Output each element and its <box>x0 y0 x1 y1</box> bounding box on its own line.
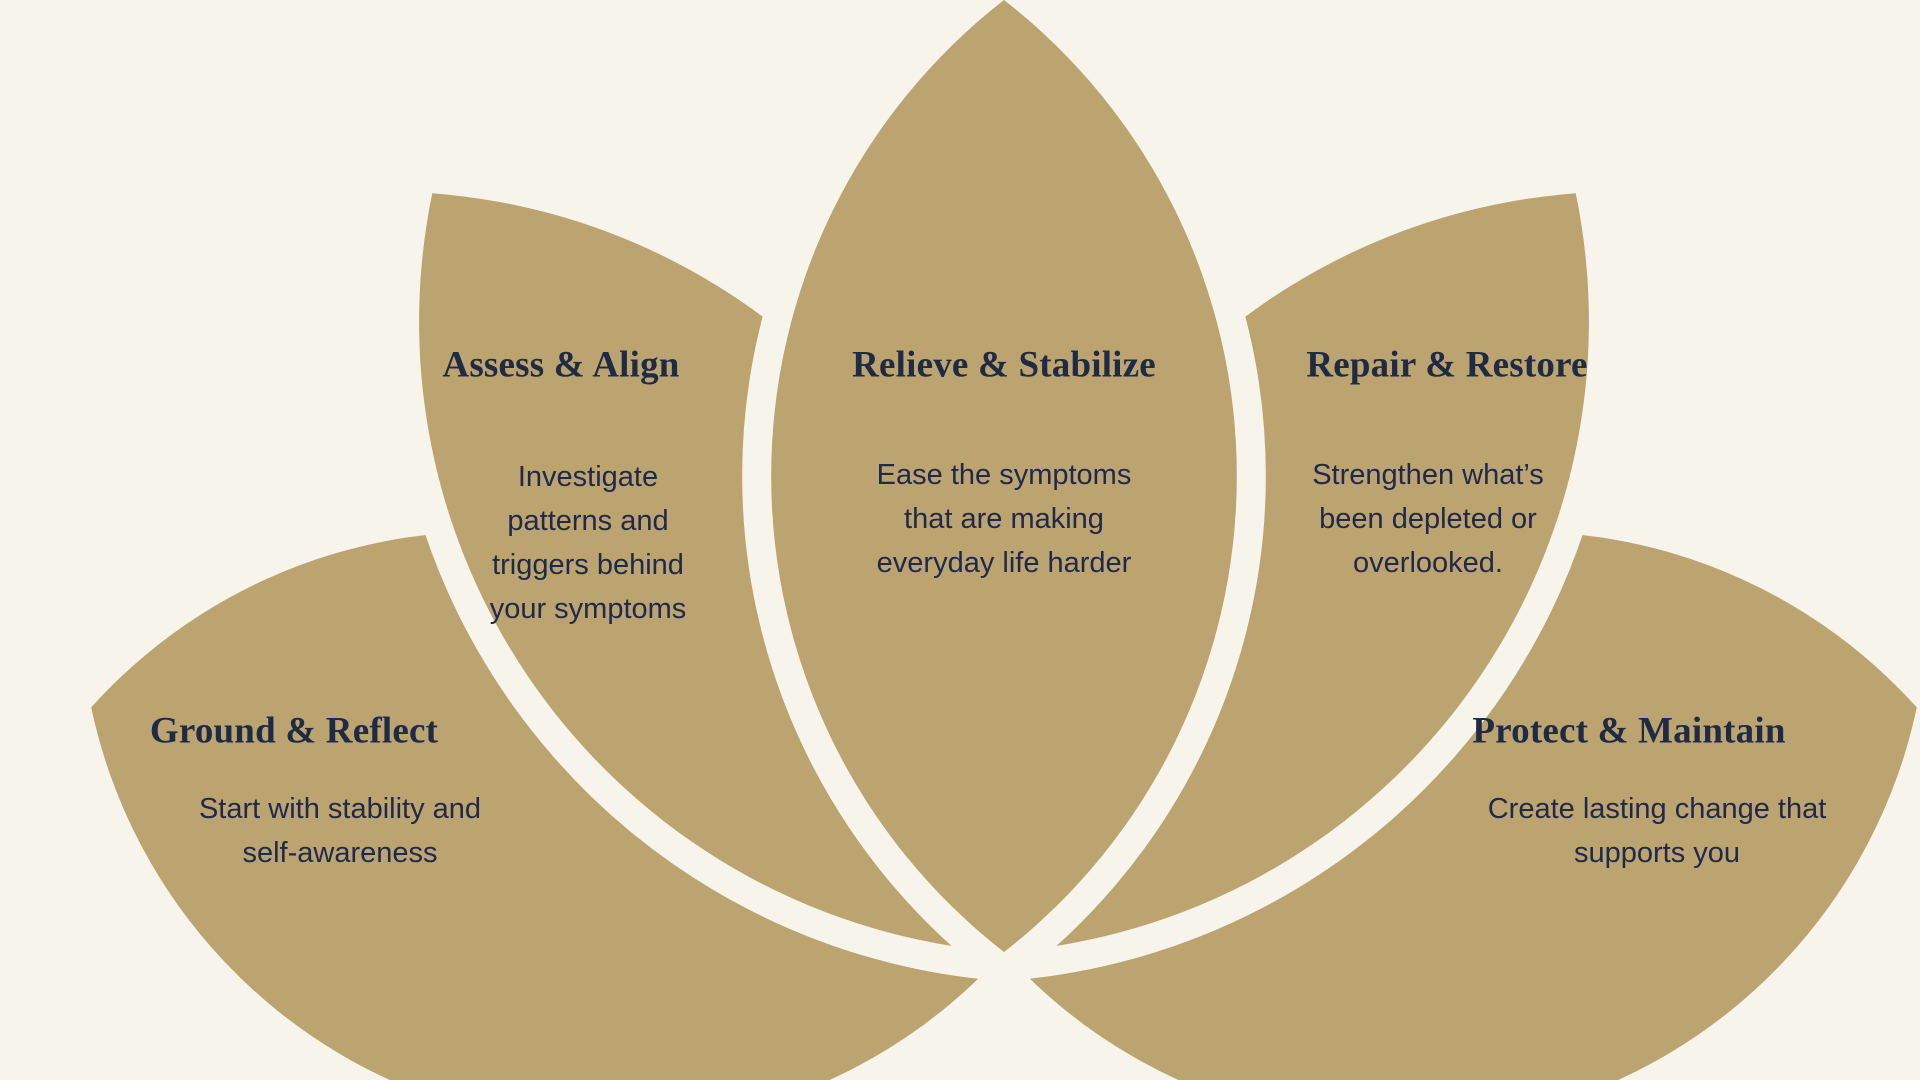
petal-title-assess-align: Assess & Align <box>442 344 680 386</box>
petal-shape-relieve-stabilize <box>742 0 1266 989</box>
petal-description-ground-reflect: Start with stability and self-awareness <box>198 792 482 869</box>
petal-description-protect-maintain: Create lasting change that supports you <box>1487 792 1827 869</box>
petal-title-ground-reflect: Ground & Reflect <box>149 710 439 752</box>
petal-description-repair-restore: Strengthen what’s been depleted or overl… <box>1312 458 1544 580</box>
petal-description-assess-align: Investigate patterns and triggers behind… <box>489 460 687 626</box>
petal-description-relieve-stabilize: Ease the symptoms that are making everyd… <box>876 458 1132 580</box>
petal-title-protect-maintain: Protect & Maintain <box>1472 710 1786 752</box>
petal-title-relieve-stabilize: Relieve & Stabilize <box>852 344 1156 386</box>
petal-title-repair-restore: Repair & Restore <box>1306 344 1588 386</box>
